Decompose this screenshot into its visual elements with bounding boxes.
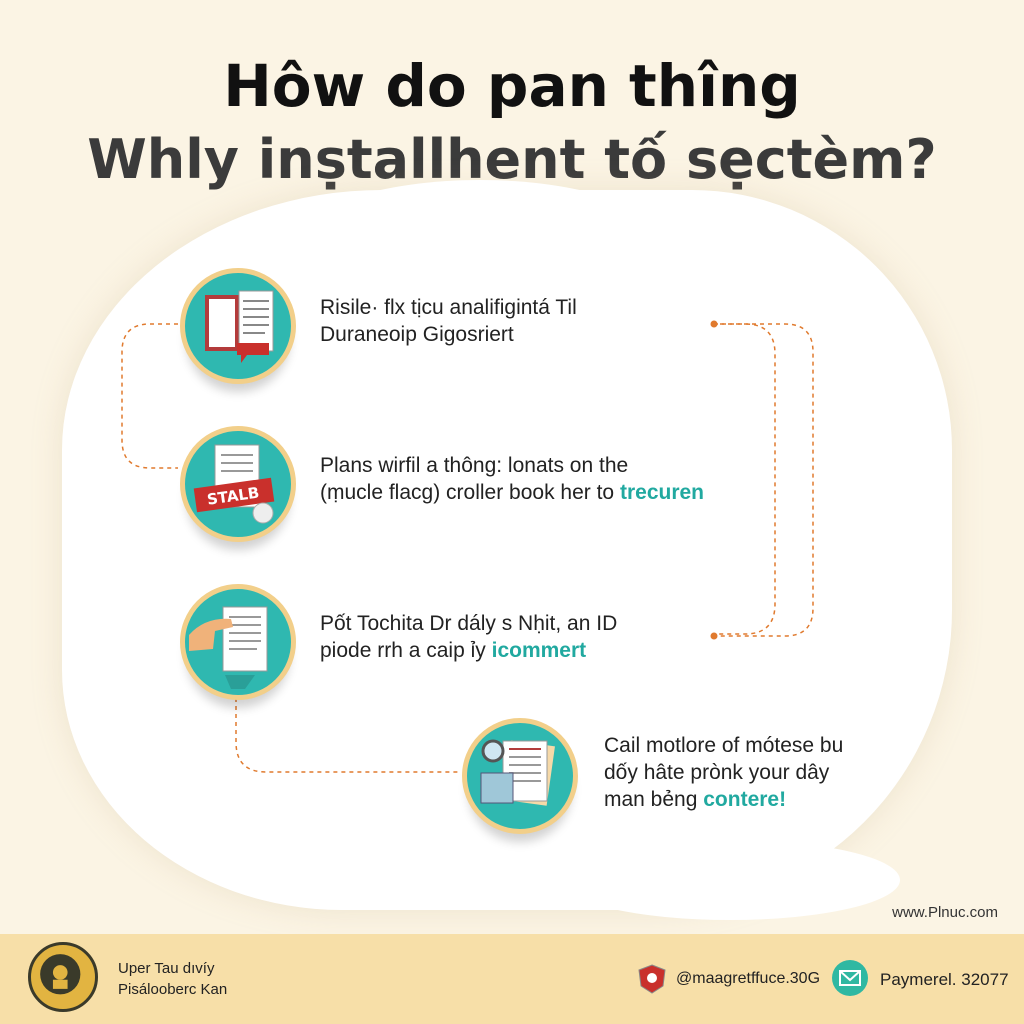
- step-2-line-2: (ṃucle flacg) croller book her to: [320, 481, 615, 504]
- footer-brand-name: Uper Tau dıvíy Pisálooberc Kan: [118, 958, 227, 1000]
- brand-logo: [28, 942, 98, 1012]
- step-3-line-1: Pốt Tochita Dr dály s Nḥit, an ID: [320, 612, 618, 635]
- cloud-bump-bottom: [560, 840, 900, 920]
- step-1-line-2: Duraneoip Gigosriert: [320, 323, 514, 346]
- hand-document-icon: [180, 584, 296, 700]
- step-4-line-1: Cail motlore of mótese bu: [604, 734, 844, 757]
- step-1-text: Risile· flx tịcu analifigintá Til Durane…: [320, 294, 577, 348]
- mail-icon[interactable]: [832, 960, 868, 996]
- magnifier-document-icon: [462, 718, 578, 834]
- footer-bar: Uper Tau dıvíy Pisálooberc Kan @maagretf…: [0, 934, 1024, 1024]
- connector-dot-top: [710, 320, 718, 328]
- step-3-text: Pốt Tochita Dr dály s Nḥit, an ID piode …: [320, 610, 617, 664]
- connector-right-inner: [714, 323, 776, 635]
- step-2-line-1: Plans wirfil a thông: lonats on the: [320, 454, 629, 477]
- connector-bottom: [235, 690, 460, 773]
- step-2-text: Plans wirfil a thông: lonats on the (ṃuc…: [320, 452, 704, 506]
- payment-contact[interactable]: Paymerel. 32077: [880, 970, 1009, 989]
- step-4-text: Cail motlore of mótese bu dốy hâte prònk…: [604, 732, 843, 813]
- stamped-document-icon: STALB: [180, 426, 296, 542]
- footer-name-line-2: Pisálooberc Kan: [118, 981, 228, 998]
- clipboard-document-icon: [180, 268, 296, 384]
- connector-left: [121, 323, 178, 469]
- website-link[interactable]: www.Plnuc.com: [892, 904, 998, 921]
- step-4-highlight: contere!: [703, 788, 787, 811]
- title-line-1: Hôw do pan thîng: [223, 52, 801, 120]
- cloud-bump-top: [300, 180, 660, 300]
- connector-dot-bottom: [710, 632, 718, 640]
- footer-name-line-1: Uper Tau dıvíy: [118, 960, 215, 977]
- step-1-line-1: Risile· flx tịcu analifigintá Til: [320, 296, 577, 319]
- step-2-highlight: trecuren: [619, 481, 704, 504]
- step-4-line-3: man bẻng: [604, 788, 698, 811]
- social-handle[interactable]: @maagretffuce.30G: [676, 970, 821, 987]
- connector-right-outer: [720, 323, 814, 637]
- step-3-line-2: piode rrh a caip ỉy: [320, 639, 486, 662]
- step-4-line-2: dốy hâte prònk your dây: [604, 761, 830, 784]
- step-3-highlight: icommert: [491, 639, 587, 662]
- shield-icon: [638, 964, 666, 994]
